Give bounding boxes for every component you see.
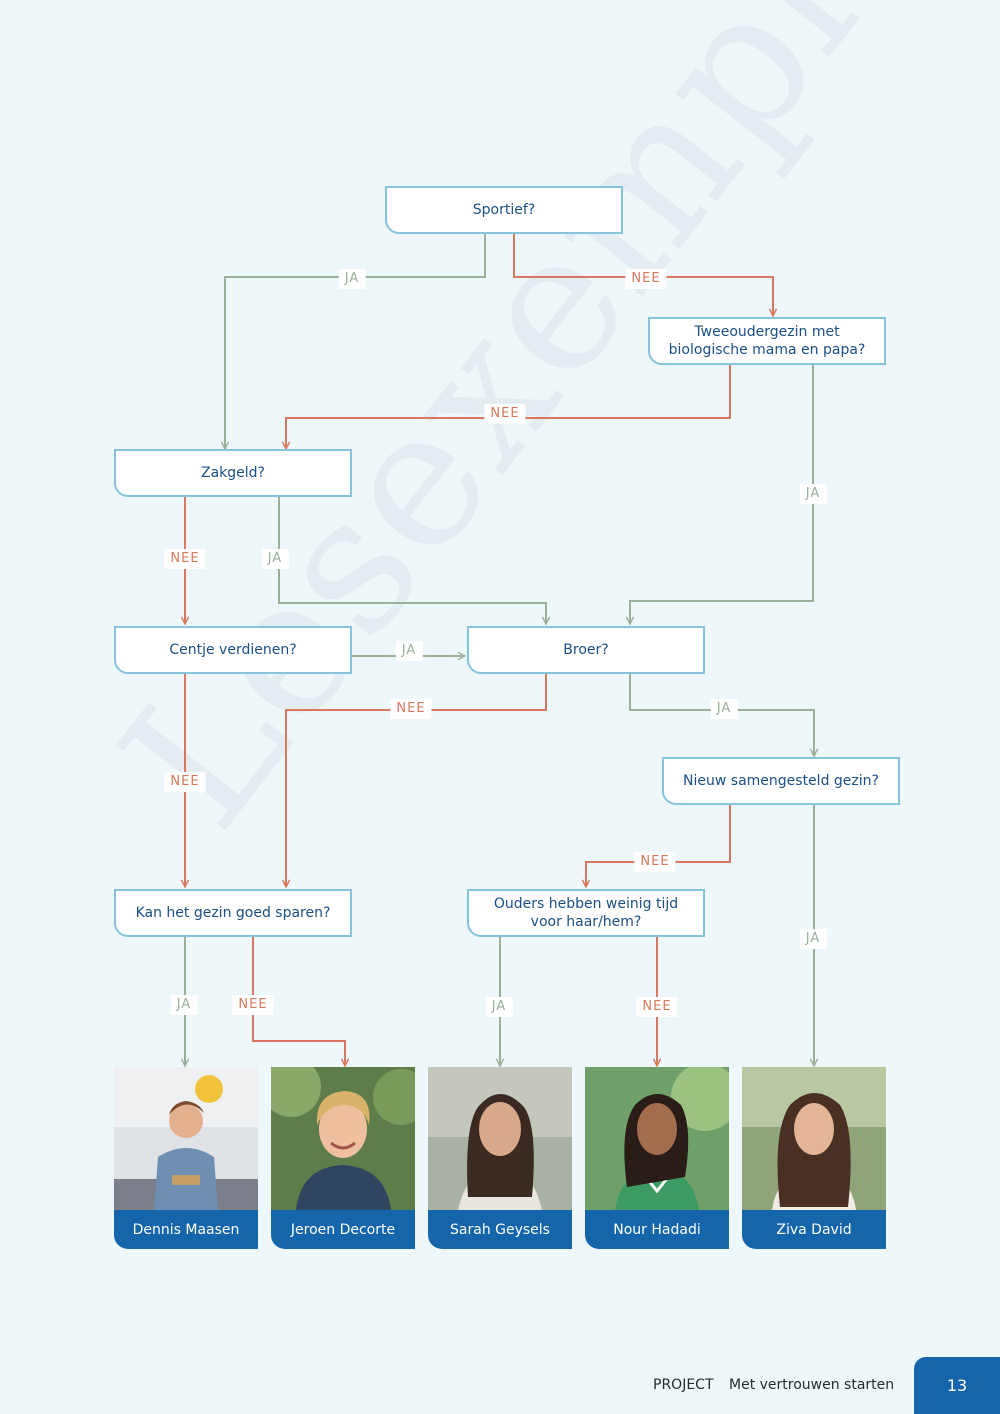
node-sportief: Sportief? bbox=[385, 186, 623, 234]
label-nee: NEE bbox=[390, 699, 432, 719]
label-ja: JA bbox=[799, 929, 827, 949]
edge-tweeouder-ja bbox=[630, 365, 814, 624]
label-nee: NEE bbox=[484, 404, 526, 424]
person-card-nour-hadadi: Nour Hadadi bbox=[585, 1067, 729, 1249]
portrait-photo bbox=[742, 1067, 886, 1210]
footer-section: PROJECT bbox=[653, 1377, 714, 1393]
label-ja: JA bbox=[395, 641, 423, 661]
person-name: Jeroen Decorte bbox=[271, 1210, 415, 1249]
edge-nieuw-nee bbox=[586, 804, 731, 887]
node-gezin-sparen: Kan het gezin goed sparen? bbox=[114, 889, 352, 937]
label-nee: NEE bbox=[636, 997, 678, 1017]
label-ja: JA bbox=[710, 699, 738, 719]
node-broer: Broer? bbox=[467, 626, 705, 674]
edge-sparen-nee bbox=[252, 936, 345, 1066]
label-nee: NEE bbox=[164, 549, 206, 569]
label-ja: JA bbox=[170, 995, 198, 1015]
footer-title: Met vertrouwen starten bbox=[729, 1377, 895, 1393]
person-name: Sarah Geysels bbox=[428, 1210, 572, 1249]
node-nieuw-samengesteld: Nieuw samengesteld gezin? bbox=[662, 757, 900, 805]
edge-sportief-ja bbox=[225, 233, 486, 449]
page-number: 13 bbox=[914, 1357, 1000, 1414]
node-tweeoudergezin: Tweeoudergezin met biologische mama en p… bbox=[648, 317, 886, 365]
node-centje-verdienen: Centje verdienen? bbox=[114, 626, 352, 674]
person-card-jeroen-decorte: Jeroen Decorte bbox=[271, 1067, 415, 1249]
portrait-photo bbox=[271, 1067, 415, 1210]
edge-zakgeld-ja bbox=[278, 496, 546, 624]
person-name: Nour Hadadi bbox=[585, 1210, 729, 1249]
person-name: Ziva David bbox=[742, 1210, 886, 1249]
node-ouders-weinig-tijd: Ouders hebben weinig tijd voor haar/hem? bbox=[467, 889, 705, 937]
person-card-sarah-geysels: Sarah Geysels bbox=[428, 1067, 572, 1249]
label-nee: NEE bbox=[634, 852, 676, 872]
label-ja: JA bbox=[485, 997, 513, 1017]
person-card-ziva-david: Ziva David bbox=[742, 1067, 886, 1249]
portrait-photo bbox=[114, 1067, 258, 1210]
label-ja: JA bbox=[799, 484, 827, 504]
label-nee: NEE bbox=[232, 995, 274, 1015]
person-card-dennis-maasen: Dennis Maasen bbox=[114, 1067, 258, 1249]
node-zakgeld: Zakgeld? bbox=[114, 449, 352, 497]
portrait-photo bbox=[585, 1067, 729, 1210]
person-name: Dennis Maasen bbox=[114, 1210, 258, 1249]
label-nee: NEE bbox=[625, 269, 667, 289]
label-nee: NEE bbox=[164, 772, 206, 792]
label-ja: JA bbox=[338, 269, 366, 289]
label-ja: JA bbox=[261, 549, 289, 569]
portrait-photo bbox=[428, 1067, 572, 1210]
